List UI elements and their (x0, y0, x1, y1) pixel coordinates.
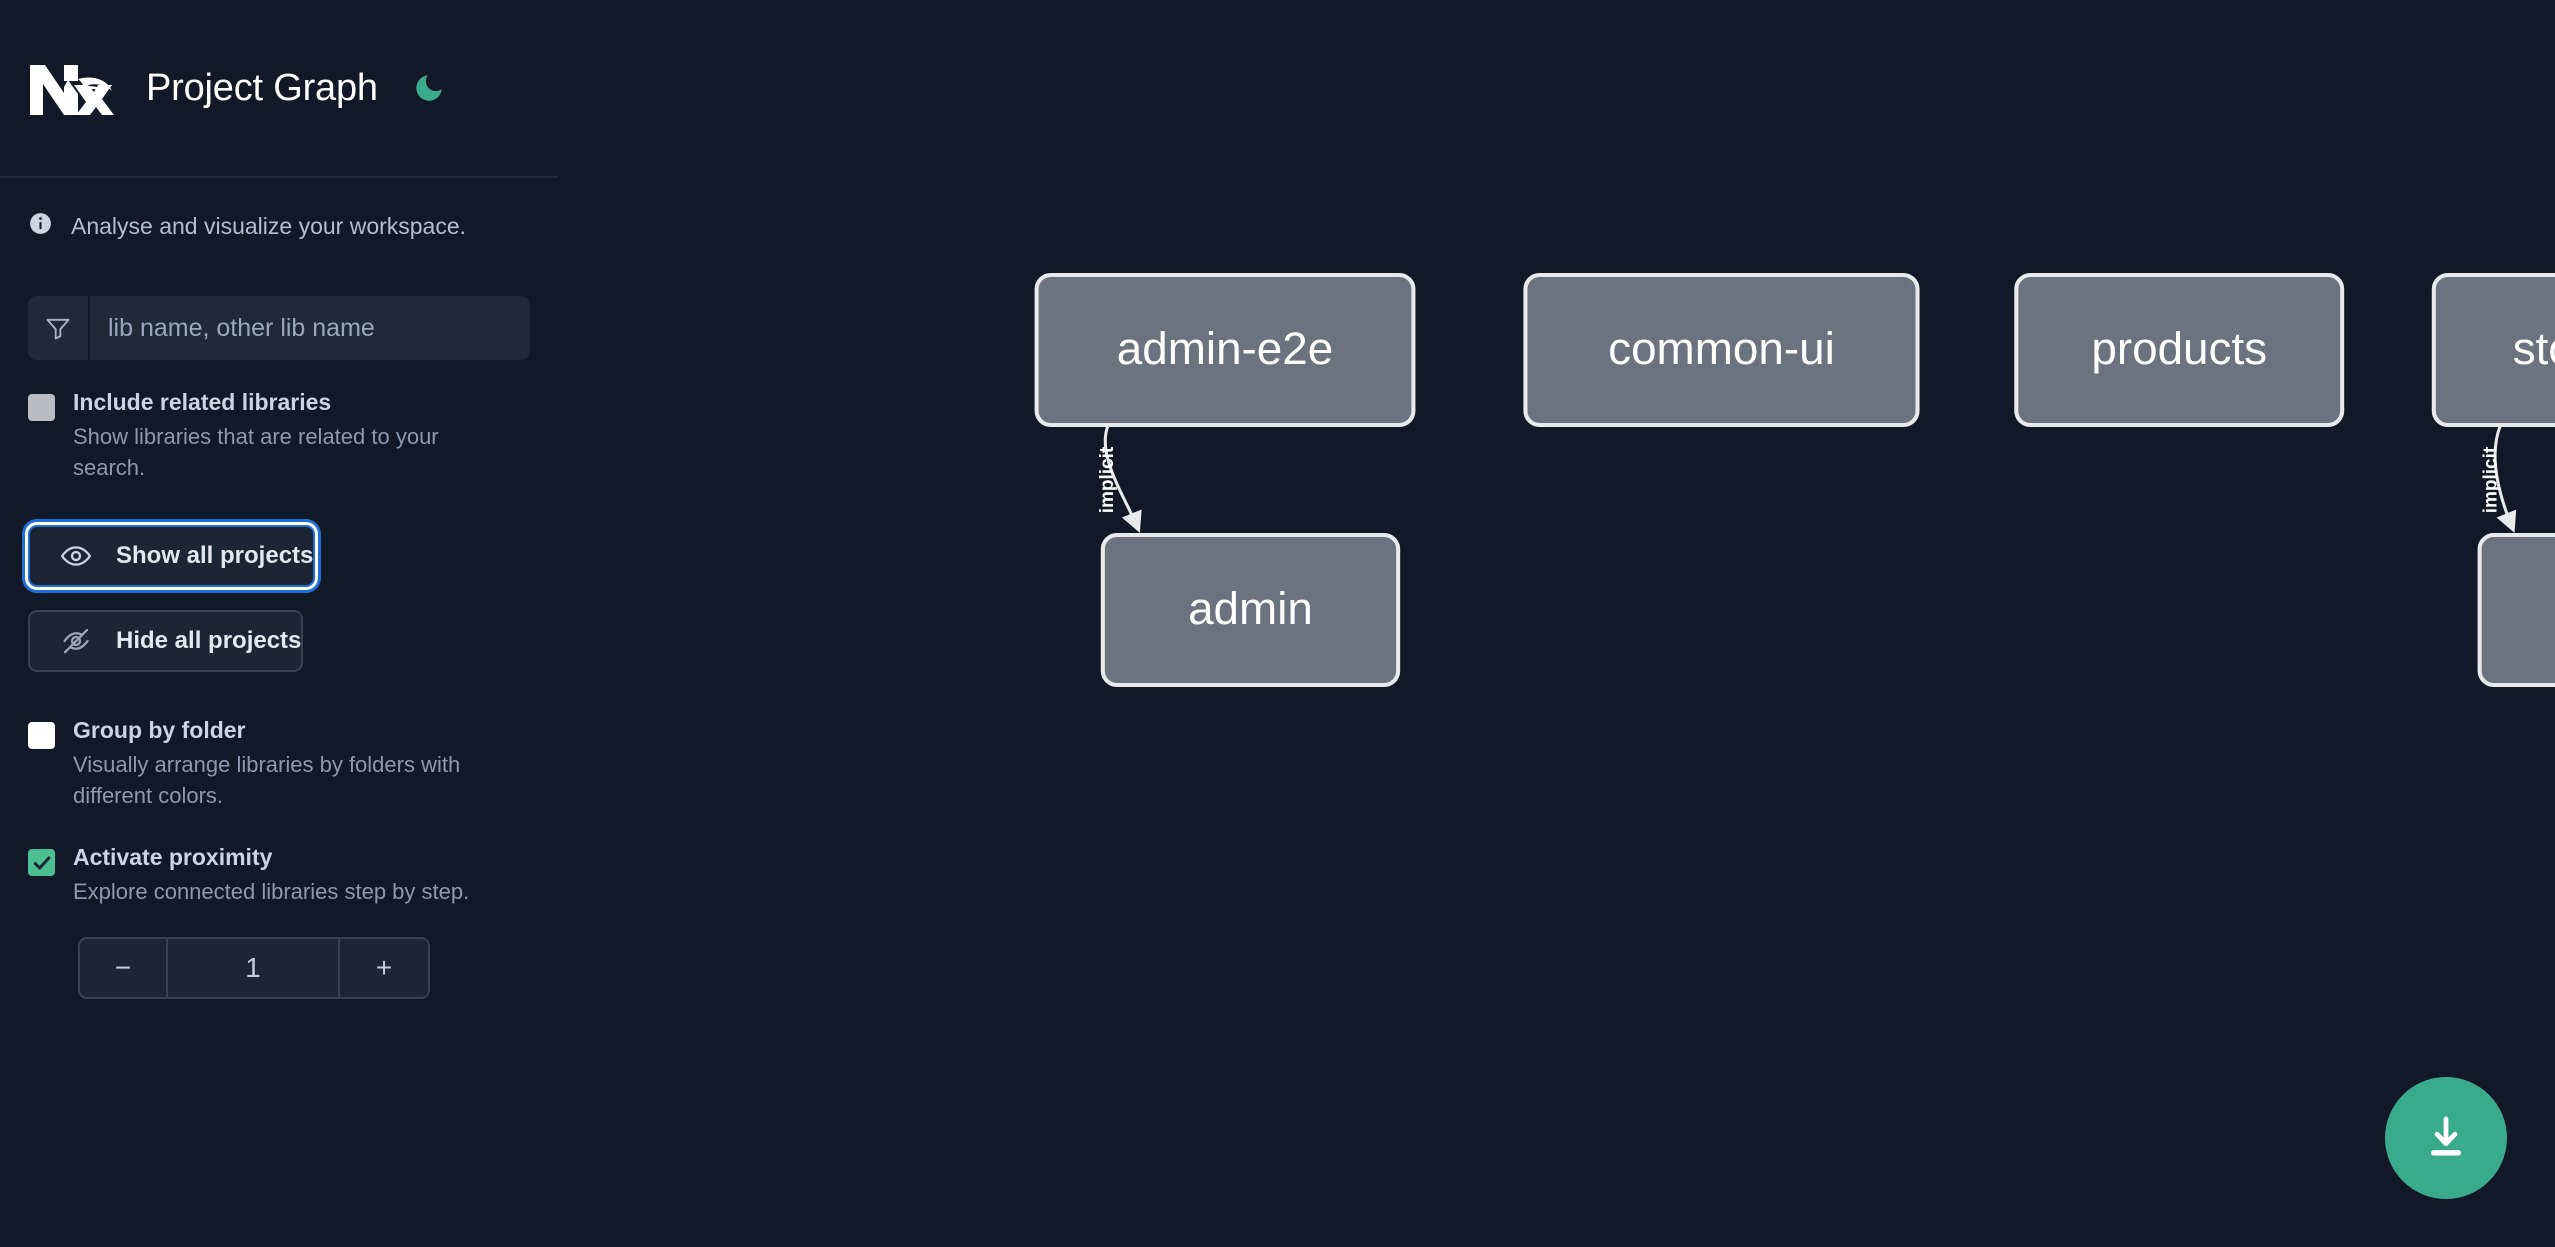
graph-edge-label: implicit (2480, 446, 2501, 513)
eye-off-icon (60, 625, 94, 657)
graph-edge-label: implicit (1097, 446, 1118, 513)
graph-edge[interactable]: implicit (2480, 424, 2517, 533)
project-visibility-buttons: Show all projects Hide all projects (28, 525, 530, 673)
group-by-folder-label: Group by folder (73, 717, 246, 744)
graph-node[interactable]: store-e2e (2431, 273, 2555, 427)
graph-node-label: products (2091, 323, 2267, 374)
activate-proximity-row[interactable]: Activate proximity Explore connected lib… (28, 843, 530, 907)
workspace-description: Analyse and visualize your workspace. (0, 178, 558, 274)
graph-node-box[interactable] (1100, 533, 1401, 687)
graph-canvas[interactable]: implicit implicit admin-e2e common-ui produ… (558, 0, 2555, 1247)
graph-edges: implicit implicit (1097, 424, 2517, 533)
hide-all-projects-button[interactable]: Hide all projects (28, 610, 304, 673)
graph-node-box[interactable] (1523, 273, 1920, 427)
search-input[interactable] (90, 296, 530, 360)
graph-node[interactable]: store (2477, 533, 2555, 687)
graph-node[interactable]: admin (1100, 533, 1401, 687)
group-by-folder-row[interactable]: Group by folder Visually arrange librari… (28, 716, 530, 811)
proximity-value: 1 (168, 939, 340, 998)
eye-icon (60, 540, 94, 572)
proximity-increment-button[interactable]: + (375, 952, 393, 984)
include-related-libraries-label: Include related libraries (73, 389, 332, 415)
graph-node-box[interactable] (2014, 273, 2345, 427)
info-icon (28, 211, 53, 241)
graph-node-label: store-e2e (2513, 323, 2555, 374)
page-title: Project Graph (146, 66, 378, 109)
proximity-stepper: − 1 + (78, 937, 430, 1000)
include-related-libraries-text: Include related libraries Show libraries… (73, 388, 493, 483)
moon-glyph (416, 75, 442, 101)
graph-node[interactable]: admin-e2e (1034, 273, 1416, 427)
show-all-projects-button[interactable]: Show all projects (28, 525, 316, 588)
sidebar: Project Graph Analyse and visualize your… (0, 0, 594, 1247)
graph-node-box[interactable] (2431, 273, 2555, 427)
graph-edge[interactable]: implicit (1097, 424, 1142, 533)
activate-proximity-text: Activate proximity Explore connected lib… (73, 843, 469, 907)
graph-node-box[interactable] (1034, 273, 1416, 427)
graph-node[interactable]: common-ui (1523, 273, 1920, 427)
graph-node-label: admin (1188, 583, 1313, 634)
group-by-folder-sub: Visually arrange libraries by folders wi… (73, 751, 461, 809)
include-related-libraries-sub: Show libraries that are related to your … (73, 423, 439, 480)
group-by-folder-checkbox[interactable] (28, 722, 55, 750)
hide-all-projects-label: Hide all projects (116, 627, 302, 655)
search-field-wrapper[interactable] (28, 296, 530, 360)
graph-node-box[interactable] (2477, 533, 2555, 687)
nx-logo-icon (30, 65, 114, 115)
download-icon (2430, 1116, 2462, 1156)
activate-proximity-sub: Explore connected libraries step by step… (73, 879, 470, 905)
download-graph-button[interactable] (2385, 1077, 2507, 1199)
sidebar-body: Include related libraries Show libraries… (0, 296, 558, 1000)
include-related-libraries-row[interactable]: Include related libraries Show libraries… (28, 388, 530, 483)
filter-funnel-icon (28, 296, 90, 360)
group-by-folder-text: Group by folder Visually arrange librari… (73, 716, 493, 811)
show-all-projects-label: Show all projects (116, 542, 314, 570)
activate-proximity-checkbox[interactable] (28, 849, 55, 877)
activate-proximity-label: Activate proximity (73, 844, 273, 871)
moon-icon[interactable] (404, 63, 454, 113)
include-related-libraries-checkbox[interactable] (28, 394, 55, 421)
checkmark-icon (33, 856, 50, 870)
graph-node-label: admin-e2e (1117, 323, 1334, 374)
project-graph-svg: implicit implicit admin-e2e common-ui produ… (1034, 273, 2555, 687)
sidebar-header: Project Graph (0, 0, 558, 178)
proximity-decrement-button[interactable]: − (80, 939, 168, 998)
graph-node-label: common-ui (1608, 323, 1835, 374)
graph-nodes: admin-e2e common-ui products store-e2e admin… (1034, 273, 2555, 687)
graph-node[interactable]: products (2014, 273, 2345, 427)
workspace-description-text: Analyse and visualize your workspace. (71, 212, 467, 239)
